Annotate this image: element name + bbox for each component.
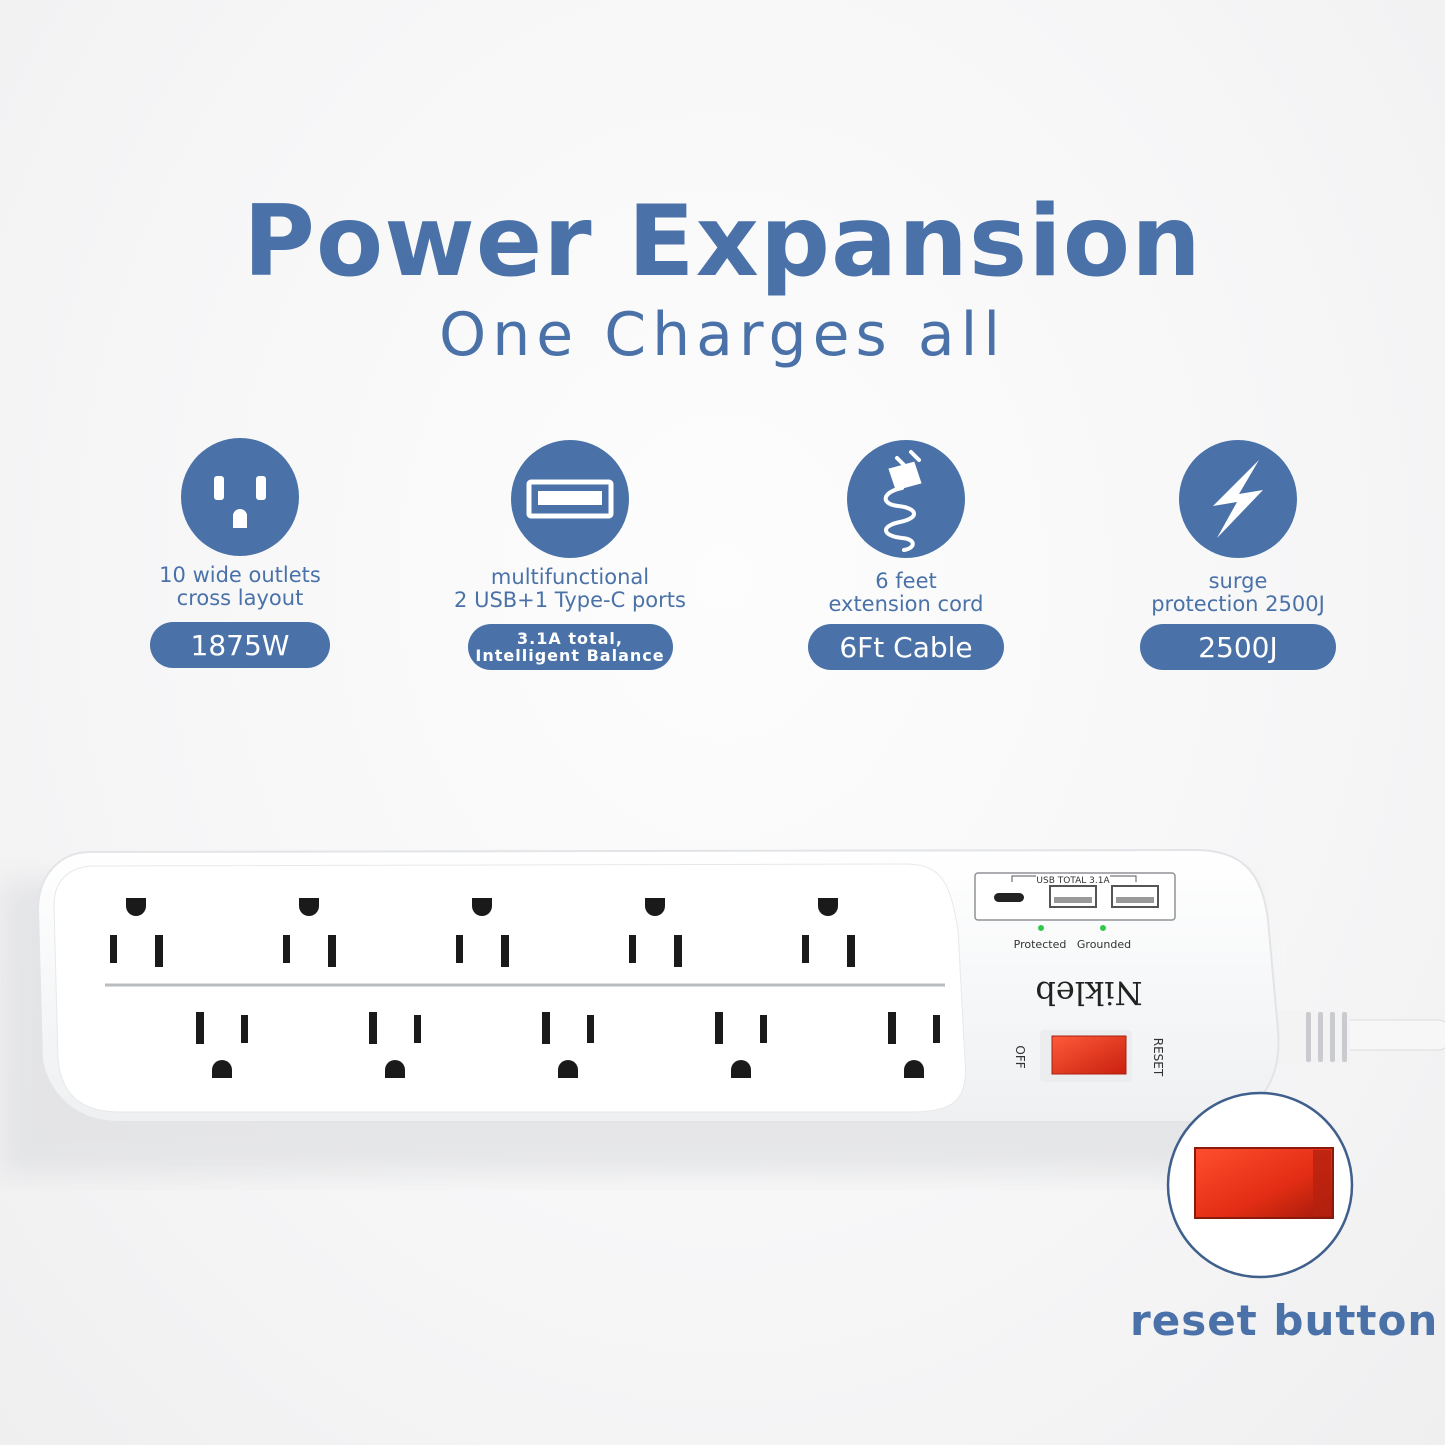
reset-button-zoom <box>1194 1147 1334 1219</box>
feature-outlets: 10 wide outlets cross layout 1875W <box>90 438 390 668</box>
feature-cord: 6 feet extension cord 6Ft Cable <box>756 440 1056 670</box>
outlet-panel <box>53 863 966 1113</box>
plug-cord-icon <box>847 440 965 558</box>
switch-reset-label: RESET <box>1151 1038 1165 1077</box>
feature-badge: 6Ft Cable <box>808 624 1004 670</box>
usb-c-port <box>994 893 1024 902</box>
lightning-icon <box>1179 440 1297 558</box>
reset-switch[interactable] <box>1051 1035 1127 1075</box>
outlet-icon <box>181 438 299 556</box>
outlet <box>110 898 163 967</box>
feature-badge: 3.1A total, Intelligent Balance <box>467 624 673 670</box>
power-strip: USB TOTAL 3.1A Protected Grounded Nikleb… <box>0 848 1445 1175</box>
brand-logo: Nikleb <box>1035 974 1142 1012</box>
protected-label: Protected <box>1014 938 1067 951</box>
outlet-row-bottom <box>196 1012 940 1078</box>
power-cord <box>1270 1010 1445 1065</box>
usb-total-label: USB TOTAL 3.1A <box>1036 876 1110 886</box>
outlet <box>542 1012 594 1078</box>
reset-button-label: reset button <box>1130 1296 1439 1345</box>
outlet <box>456 898 509 967</box>
outlet <box>802 898 855 967</box>
feature-surge: surge protection 2500J 2500J <box>1088 440 1388 670</box>
usb-panel: USB TOTAL 3.1A <box>974 872 1176 921</box>
usb-a-port <box>1049 885 1097 908</box>
feature-desc: 10 wide outlets cross layout <box>159 563 321 610</box>
page-subtitle: One Charges all <box>439 300 1006 370</box>
reset-button-callout <box>1166 1091 1354 1279</box>
outlet <box>629 898 682 967</box>
usb-a-port <box>1111 885 1159 908</box>
usb-port-icon <box>511 440 629 558</box>
outlet <box>715 1012 767 1078</box>
grounded-led <box>1100 925 1106 931</box>
feature-badge: 1875W <box>150 622 330 668</box>
page-title: Power Expansion <box>243 185 1202 299</box>
outlet <box>283 898 336 967</box>
protected-led <box>1038 925 1044 931</box>
outlet <box>196 1012 248 1078</box>
feature-desc: multifunctional 2 USB+1 Type-C ports <box>454 565 686 612</box>
outlet-row-top <box>110 898 855 967</box>
feature-usb: multifunctional 2 USB+1 Type-C ports 3.1… <box>420 440 720 670</box>
feature-desc: 6 feet extension cord <box>828 569 984 616</box>
grounded-label: Grounded <box>1077 938 1131 951</box>
feature-desc: surge protection 2500J <box>1151 569 1325 616</box>
feature-badge: 2500J <box>1140 624 1336 670</box>
switch-off-label: OFF <box>1013 1045 1027 1068</box>
outlet <box>888 1012 940 1078</box>
outlet <box>369 1012 421 1078</box>
